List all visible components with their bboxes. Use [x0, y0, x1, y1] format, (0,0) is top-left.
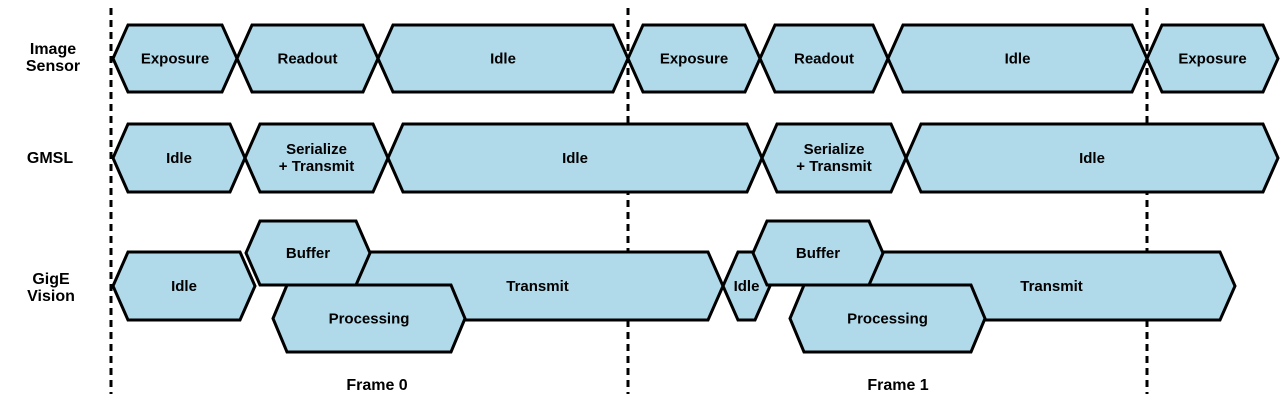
segment-gige-vision-idle: [111, 250, 257, 322]
frame-label-frame-1: Frame 1: [867, 377, 928, 394]
segment-label-image-sensor-exposure: Exposure: [141, 51, 209, 68]
segment-label-image-sensor-idle: Idle: [1005, 51, 1031, 68]
row-label-gmsl: GMSL: [27, 150, 73, 167]
segment-image-sensor-exposure: [1145, 23, 1280, 94]
segment-label-gige-vision-processing: Processing: [847, 311, 928, 328]
frame-label-frame-0: Frame 0: [346, 377, 407, 394]
segment-label-gige-vision-transmit: Transmit: [506, 278, 569, 295]
segment-label-gige-vision-idle: Idle: [171, 278, 197, 295]
segment-label-gmsl-idle: Idle: [166, 150, 192, 167]
segment-label-image-sensor-idle: Idle: [490, 51, 516, 68]
segment-label-gige-vision-buffer: Buffer: [286, 245, 330, 262]
segment-label-gige-vision-processing: Processing: [329, 311, 410, 328]
segment-gige-vision-buffer: [751, 219, 885, 287]
segment-label-gmsl-idle: Idle: [1079, 150, 1105, 167]
segment-gmsl-idle: [904, 122, 1280, 194]
segment-label-image-sensor-readout: Readout: [278, 51, 338, 68]
segment-label-gmsl-idle: Idle: [562, 150, 588, 167]
segment-label-gige-vision-idle: Idle: [734, 278, 760, 295]
segment-label-image-sensor-readout: Readout: [794, 51, 854, 68]
segment-label-gige-vision-transmit: Transmit: [1020, 278, 1083, 295]
segment-label-gmsl-serialize-transmit: Serialize+ Transmit: [279, 141, 354, 175]
segment-gige-vision-buffer: [244, 219, 372, 287]
segment-label-image-sensor-exposure: Exposure: [1178, 51, 1246, 68]
segment-label-gmsl-serialize-transmit: Serialize+ Transmit: [796, 141, 871, 175]
segment-label-gige-vision-buffer: Buffer: [796, 245, 840, 262]
segment-label-image-sensor-exposure: Exposure: [660, 51, 728, 68]
